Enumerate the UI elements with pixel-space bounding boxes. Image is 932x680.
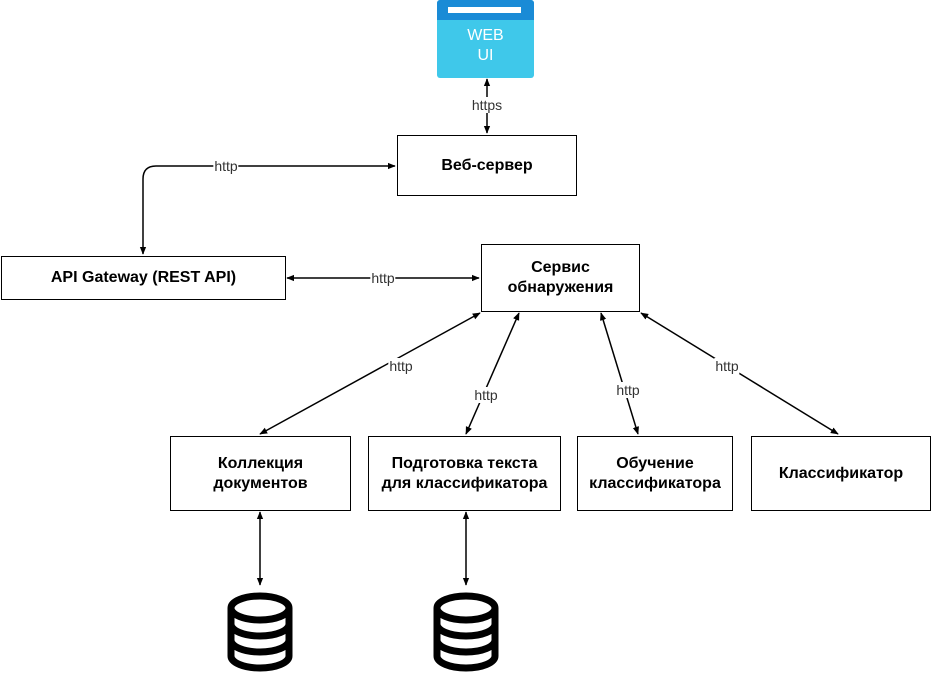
edge-label-discovery-training: http — [615, 382, 641, 398]
node-document-collection: Коллекция документов — [170, 436, 351, 511]
edge-label-discovery-collection: http — [388, 358, 414, 374]
web-ui-label: WEB UI — [467, 27, 504, 64]
database-icon — [433, 592, 499, 672]
node-web-server: Веб-сервер — [397, 135, 577, 196]
node-classifier: Классификатор — [751, 436, 931, 511]
edge-webserver-gateway — [139, 162, 396, 255]
node-text-preparation: Подготовка текста для классификатора — [368, 436, 561, 511]
edge-discovery-training — [600, 312, 639, 435]
node-discovery-service: Сервис обнаружения — [481, 244, 640, 312]
edge-label-https: https — [470, 97, 504, 113]
edge-label-discovery-textprep: http — [473, 387, 499, 403]
web-ui-titlebar-line — [448, 7, 521, 13]
node-classifier-training: Обучение классификатора — [577, 436, 733, 511]
edge-discovery-collection — [259, 312, 481, 435]
edge-discovery-textprep — [465, 312, 520, 435]
edge-label-webserver-gateway: http — [213, 158, 239, 174]
web-ui-titlebar — [437, 0, 534, 20]
edge-label-gateway-discovery: http — [370, 270, 396, 286]
edge-label-discovery-classifier: http — [714, 358, 740, 374]
web-ui-window-icon: WEB UI — [437, 0, 534, 78]
database-icon — [227, 592, 293, 672]
node-api-gateway: API Gateway (REST API) — [1, 256, 286, 300]
